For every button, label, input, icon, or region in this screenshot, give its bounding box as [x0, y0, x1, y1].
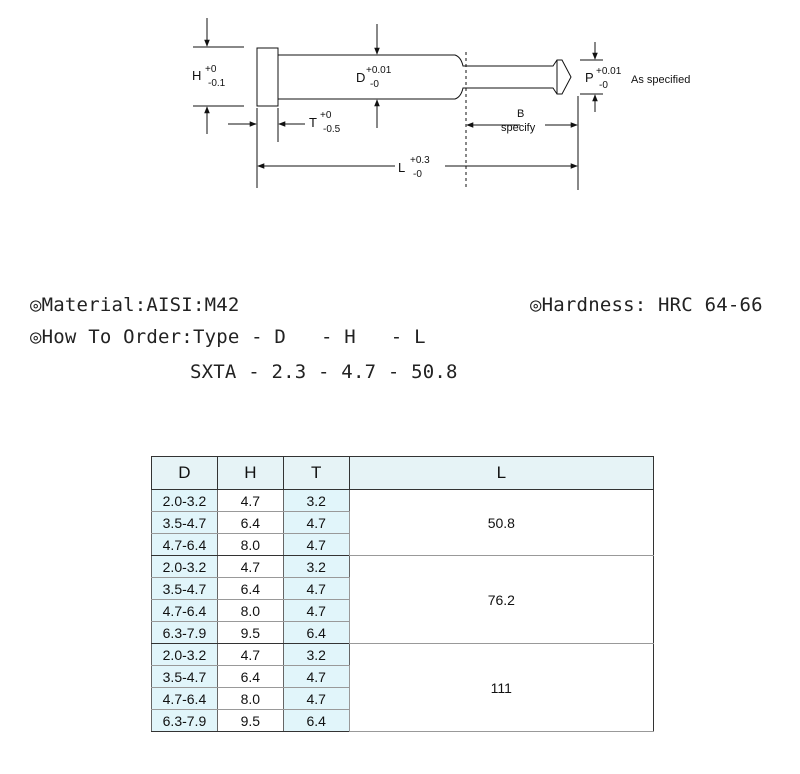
table-row: 6.3-7.9 9.5 6.4	[151, 621, 654, 644]
cell-h: 6.4	[216, 577, 284, 600]
cell-h: 4.7	[216, 643, 284, 666]
cell-h: 6.4	[216, 511, 284, 534]
cell-h: 9.5	[216, 709, 284, 732]
cell-d: 2.0-3.2	[151, 489, 218, 512]
t-label: T	[309, 115, 317, 130]
table-row: 2.0-3.2 4.7 3.2 76.2	[151, 555, 655, 644]
how-to-order-spec: ◎How To Order:Type - D - H - L	[30, 326, 426, 348]
cell-t: 4.7	[282, 533, 350, 556]
cell-l: 76.2	[348, 555, 655, 644]
d-tol-lower: -0	[370, 79, 379, 90]
cell-t: 3.2	[282, 555, 350, 578]
dimension-table: D H T L 2.0-3.2 4.7 3.2 50.8 3.5-4.7 6.4…	[151, 456, 655, 732]
cell-t: 3.2	[282, 489, 350, 512]
header-t: T	[282, 456, 350, 490]
table-row: 2.0-3.2 4.7 3.2 50.8	[151, 489, 655, 556]
hardness-spec: ◎Hardness: HRC 64-66	[530, 294, 763, 316]
cell-d: 6.3-7.9	[151, 621, 218, 644]
cell-d: 2.0-3.2	[151, 555, 218, 578]
l-tol-lower: -0	[413, 169, 422, 180]
cell-h: 8.0	[216, 533, 284, 556]
order-example: SXTA - 2.3 - 4.7 - 50.8	[190, 361, 458, 383]
cell-d: 4.7-6.4	[151, 687, 218, 710]
header-l: L	[348, 456, 655, 490]
cell-d: 3.5-4.7	[151, 511, 218, 534]
table-row: 4.7-6.4 8.0 4.7	[151, 533, 654, 556]
cell-t: 6.4	[282, 621, 350, 644]
cell-t: 4.7	[282, 687, 350, 710]
header-h: H	[216, 456, 284, 490]
cell-d: 3.5-4.7	[151, 577, 218, 600]
material-spec: ◎Material:AISI:M42	[30, 294, 240, 316]
cell-h: 6.4	[216, 665, 284, 688]
cell-t: 4.7	[282, 511, 350, 534]
table-row: 3.5-4.7 6.4 4.7	[151, 577, 654, 600]
h-tol-lower: -0.1	[208, 78, 226, 89]
p-note: As specified	[631, 74, 690, 86]
t-tol-upper: +0	[320, 110, 332, 121]
p-label: P	[585, 70, 594, 85]
t-tol-lower: -0.5	[323, 124, 341, 135]
punch-technical-drawing: H +0 -0.1 D +0.01 -0 T +0 -0.5 B specify…	[192, 18, 690, 190]
cell-t: 4.7	[282, 599, 350, 622]
cell-h: 4.7	[216, 489, 284, 512]
punch-shank-shape	[278, 54, 572, 100]
table-row: 3.5-4.7 6.4 4.7	[151, 665, 654, 688]
h-label: H	[192, 68, 201, 83]
d-tol-upper: +0.01	[366, 65, 392, 76]
table-row: 6.3-7.9 9.5 6.4	[151, 709, 654, 732]
l-tol-upper: +0.3	[410, 155, 430, 166]
table-header-row: D H T L	[151, 456, 655, 490]
p-tol-upper: +0.01	[596, 66, 622, 77]
cell-h: 8.0	[216, 687, 284, 710]
table-row: 4.7-6.4 8.0 4.7	[151, 687, 654, 710]
table-row: 4.7-6.4 8.0 4.7	[151, 599, 654, 622]
cell-d: 4.7-6.4	[151, 533, 218, 556]
h-tol-upper: +0	[205, 64, 217, 75]
cell-d: 3.5-4.7	[151, 665, 218, 688]
cell-t: 4.7	[282, 577, 350, 600]
d-label: D	[356, 70, 365, 85]
cell-t: 4.7	[282, 665, 350, 688]
cell-h: 9.5	[216, 621, 284, 644]
cell-l: 50.8	[348, 489, 655, 556]
cell-l: 111	[348, 643, 655, 732]
table-row: 2.0-3.2 4.7 3.2 111	[151, 643, 655, 732]
header-d: D	[151, 456, 218, 490]
punch-head-shape	[256, 47, 279, 107]
cell-d: 4.7-6.4	[151, 599, 218, 622]
cell-t: 3.2	[282, 643, 350, 666]
cell-d: 6.3-7.9	[151, 709, 218, 732]
b-note: specify	[501, 122, 536, 134]
l-label: L	[398, 160, 405, 175]
b-label: B	[517, 108, 524, 120]
table-row: 3.5-4.7 6.4 4.7	[151, 511, 654, 534]
p-tol-lower: -0	[599, 80, 608, 91]
cell-h: 8.0	[216, 599, 284, 622]
cell-d: 2.0-3.2	[151, 643, 218, 666]
cell-h: 4.7	[216, 555, 284, 578]
cell-t: 6.4	[282, 709, 350, 732]
